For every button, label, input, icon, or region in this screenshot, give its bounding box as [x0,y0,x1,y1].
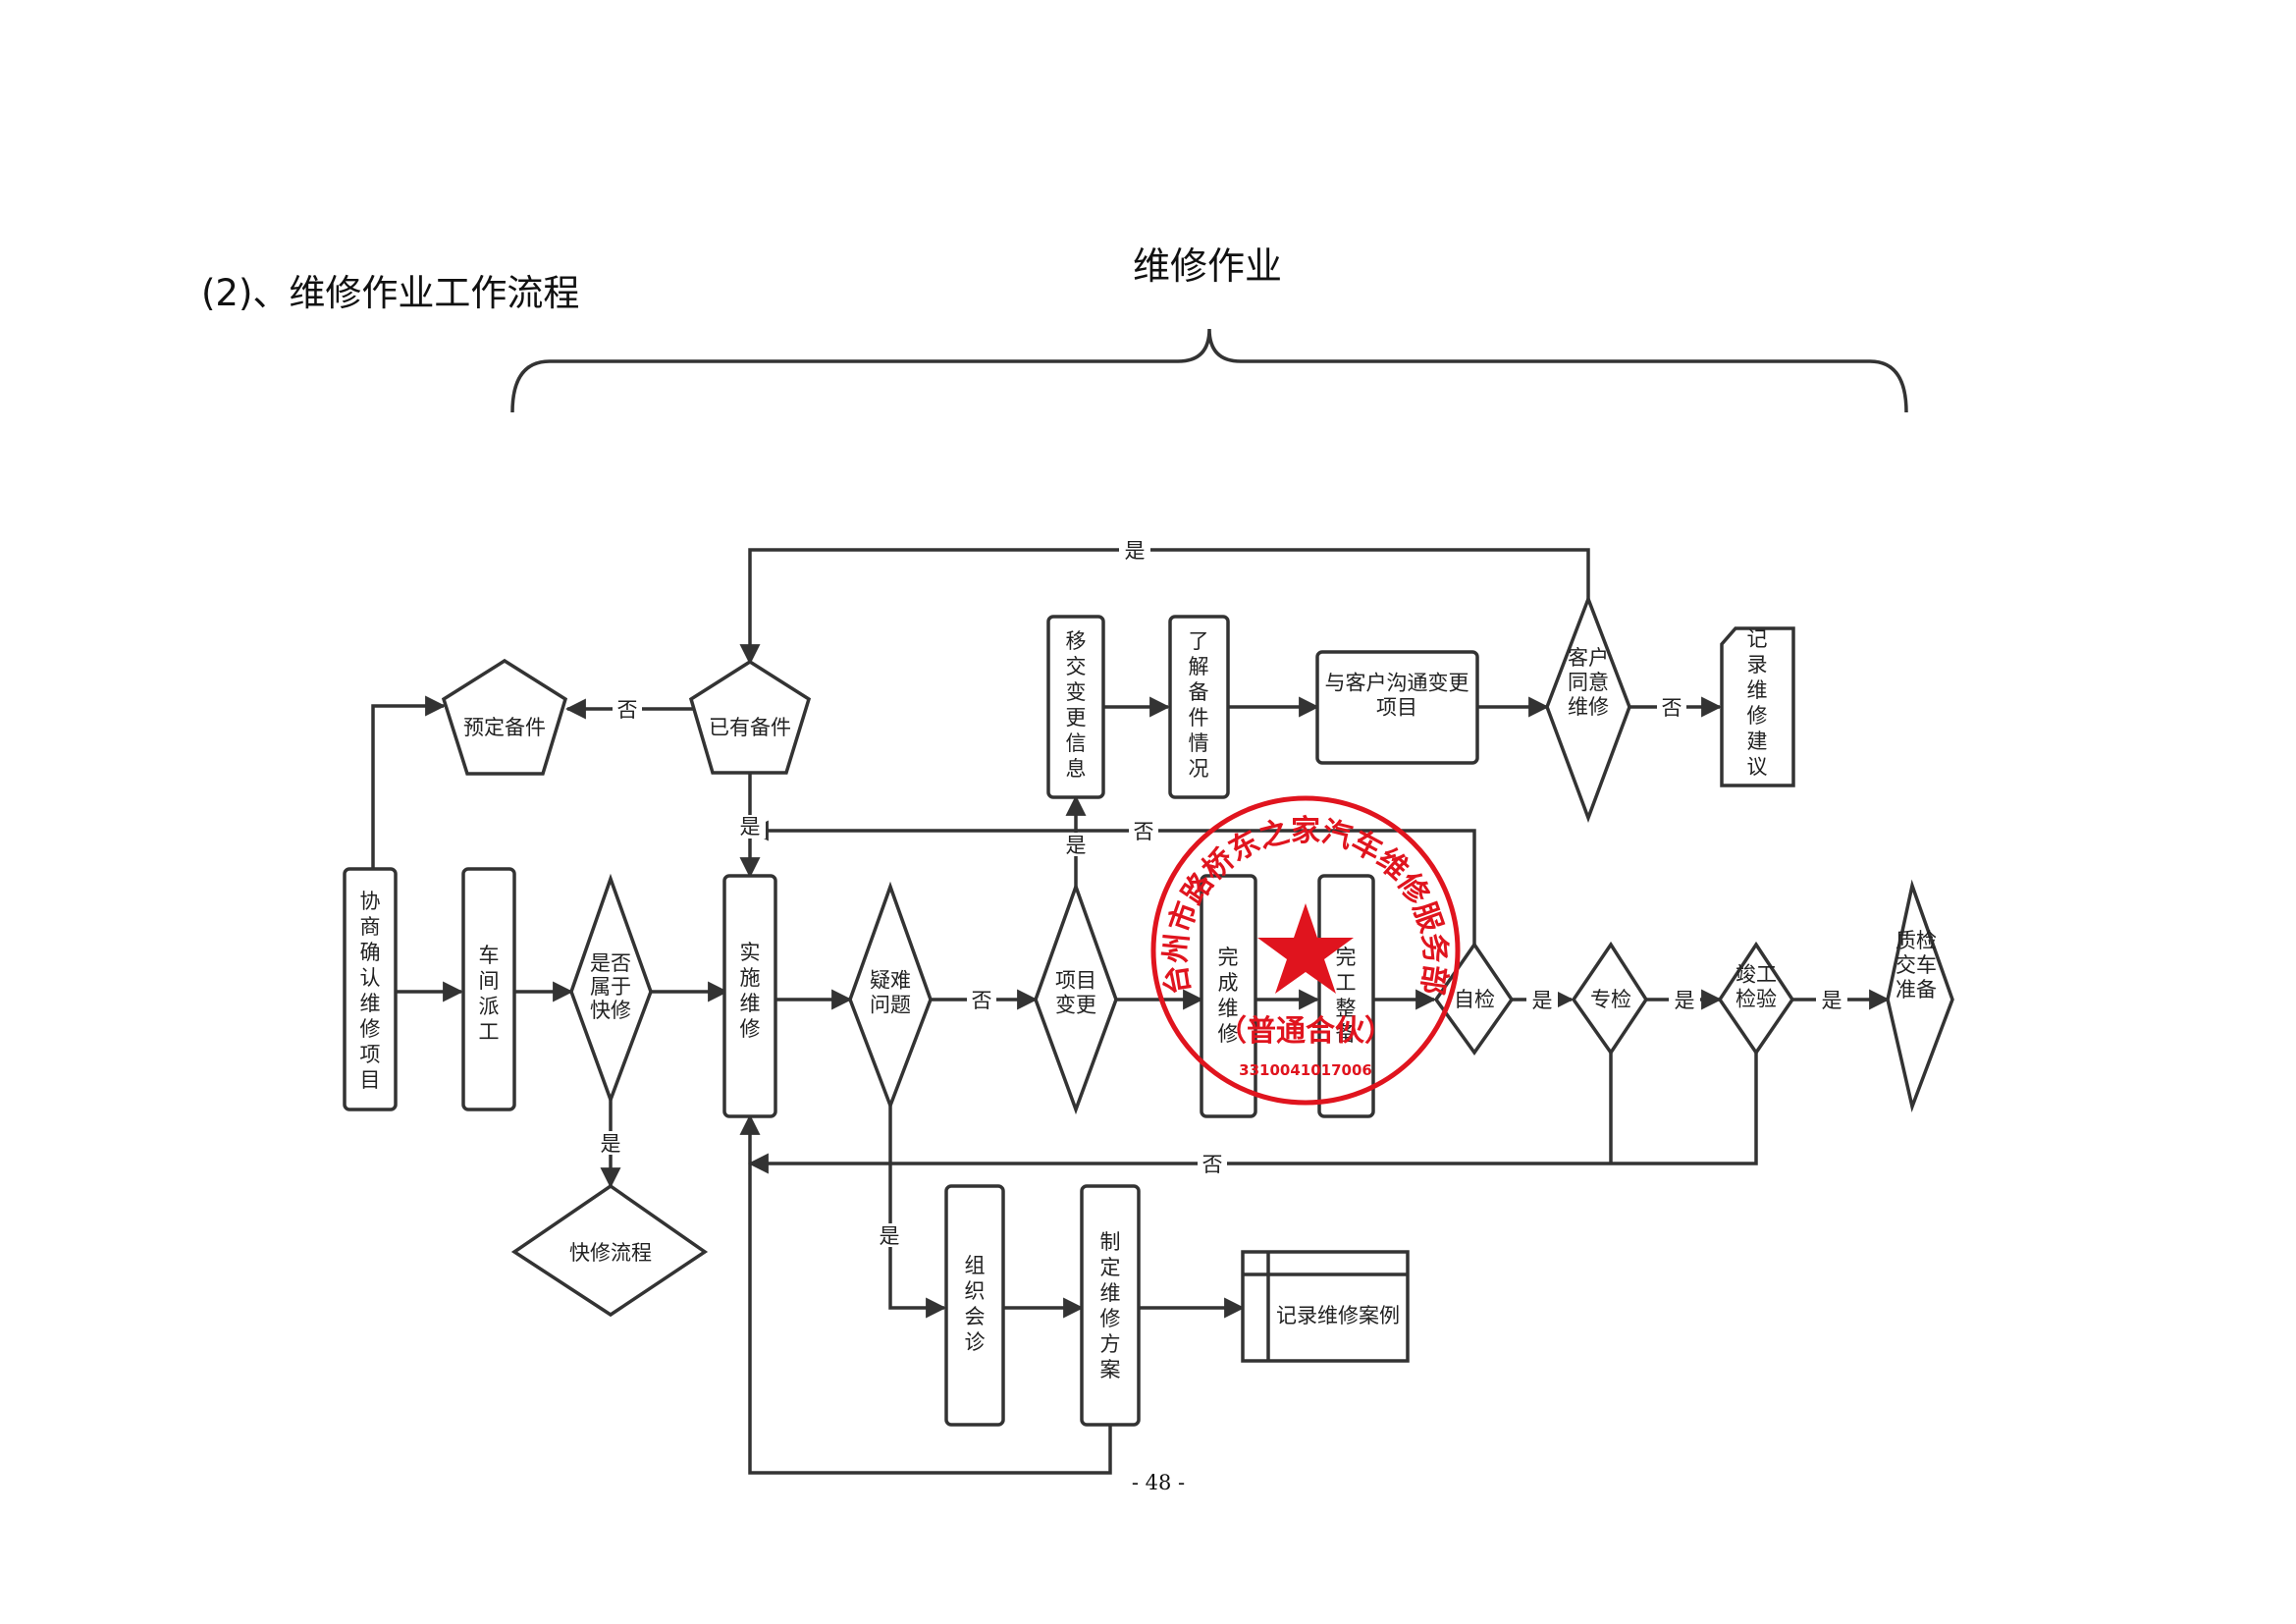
node-record-case [1241,1250,1410,1363]
node-label-quick-decision: 是否属于快修 [590,951,631,1022]
node-dispatch [461,867,516,1111]
node-repair [722,874,777,1118]
edge-label-quick-yes: 是 [601,1132,621,1156]
node-self-check [1433,941,1515,1056]
edge-label-inspect-no: 否 [1202,1153,1223,1176]
node-final-inspect [1717,941,1795,1056]
node-label-special-check: 专检 [1590,988,1631,1011]
node-label-customer-agree: 客户同意维修 [1568,646,1609,719]
seal-code: 3310041017006 [1239,1061,1372,1079]
edge-label-special-yes: 是 [1675,989,1695,1012]
page-number: - 48 - [1131,1471,1186,1494]
seal-sub: （普通合伙） [1217,1014,1394,1049]
node-check-parts [1168,615,1230,799]
edge-final-no-loop [747,1051,1758,1174]
node-label-difficult: 疑难问题 [870,969,911,1017]
node-quick-flow [510,1183,709,1318]
node-label-confirm-items: 协商确认维修项目 [360,890,381,1092]
node-tidy [1317,874,1375,1118]
edge-label-layer: 是 否 否 是 否 是 否 是 是 是 是 否 是 [595,538,1847,1248]
node-label-order-parts: 预定备件 [463,716,546,739]
official-seal: 台州市路桥东之家汽车维修服务部 （普通合伙） 3310041017006 [1150,795,1461,1106]
node-label-repair: 实施维修 [740,941,761,1041]
node-layer [343,594,1954,1427]
edge-label-difficult-yes: 是 [880,1224,900,1248]
node-quick-decision [569,873,653,1106]
node-has-parts [688,659,812,775]
node-label-communicate: 与客户沟通变更项目 [1325,672,1469,720]
node-label-final-inspect: 竣工检验 [1735,963,1777,1011]
edge-plan-repair-loop [739,1113,1112,1475]
node-label-item-change: 项目变更 [1055,969,1096,1017]
node-difficult [848,881,933,1110]
node-label-dispatch: 车间派工 [479,944,500,1044]
edge-label-hasparts-yes: 是 [740,815,761,839]
node-label-record-advice: 记录维修建议 [1747,627,1768,779]
edge-label-hasparts-no: 否 [617,698,638,722]
node-label-has-parts: 已有备件 [709,716,791,739]
node-plan [1080,1184,1141,1427]
edge-label-change-yes: 是 [1066,834,1087,857]
node-label-quick-flow: 快修流程 [569,1241,652,1265]
node-item-change [1034,881,1118,1115]
edge-label-self-no: 否 [1134,820,1154,843]
edge-difficult-consult [888,1106,947,1319]
node-confirm-items [343,867,398,1111]
node-label-complete-repair: 完成维修 [1218,946,1239,1046]
seal-ring [1150,795,1461,1106]
node-delivery [1886,879,1954,1113]
node-consultation [944,1184,1005,1427]
node-label-record-case: 记录维修案例 [1276,1304,1400,1327]
edge-layer [371,548,1891,1475]
section-title: (2)、维修作业工作流程 [201,272,580,314]
node-customer-agree [1545,594,1631,824]
edge-label-agree-yes: 是 [1125,539,1146,563]
node-transfer-info [1046,615,1105,799]
node-label-delivery: 质检交车准备 [1896,929,1937,1001]
edge-label-difficult-no: 否 [972,989,992,1012]
node-special-check [1571,941,1649,1056]
node-complete-repair [1200,874,1257,1118]
node-label-plan: 制定维修方案 [1100,1230,1121,1381]
node-record-advice [1720,626,1795,787]
edge-agree-yes-loop [739,548,1590,666]
node-label-self-check: 自检 [1454,988,1495,1011]
edge-label-final-yes: 是 [1822,989,1842,1012]
edge-label-agree-no: 否 [1662,696,1682,720]
node-label-check-parts: 了解备件情况 [1189,629,1209,781]
red-star-seal-icon [1257,903,1354,994]
node-label-consultation: 组织会诊 [965,1254,986,1354]
edge-label-self-yes: 是 [1532,989,1553,1012]
diagram-title: 维修作业 [1132,244,1282,288]
title-brace [510,328,1908,413]
edge-confirm-order-parts [371,695,447,869]
node-order-parts [441,658,568,776]
node-label-tidy: 完工整备 [1336,946,1357,1046]
edge-self-no-loop [747,820,1476,945]
node-communicate [1315,650,1479,765]
node-label-transfer-info: 移交变更信息 [1066,629,1087,781]
